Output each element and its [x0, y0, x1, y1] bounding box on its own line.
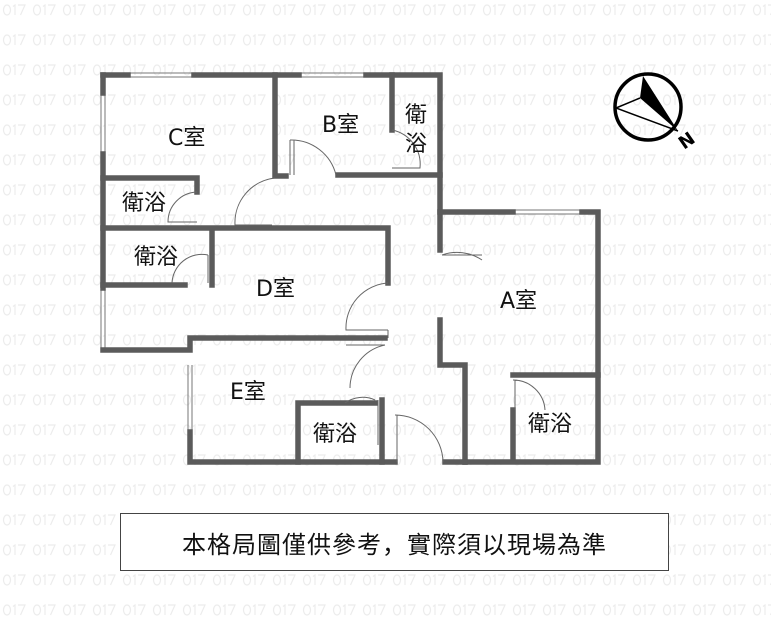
compass-north-label: N: [675, 128, 699, 154]
room-label-d: D室: [256, 277, 295, 302]
bath-label-a: 衛浴: [528, 412, 572, 437]
room-label-b: B室: [322, 113, 359, 138]
bath-label-c: 衛浴: [122, 191, 166, 216]
room-label-c: C室: [168, 126, 205, 151]
windows: [100, 72, 580, 430]
compass-icon: N: [613, 72, 699, 154]
bath-label-e: 衛浴: [313, 422, 357, 447]
bath-label-b-bottom: 浴: [405, 132, 427, 157]
room-label-a: A室: [500, 289, 537, 314]
bath-label-b-top: 衛: [405, 103, 427, 128]
disclaimer-note: 本格局圖僅供參考，實際須以現場為準: [120, 513, 669, 571]
walls: [100, 72, 601, 465]
doors: [167, 129, 546, 463]
room-label-e: E室: [230, 380, 266, 405]
bath-label-d: 衛浴: [134, 245, 178, 270]
